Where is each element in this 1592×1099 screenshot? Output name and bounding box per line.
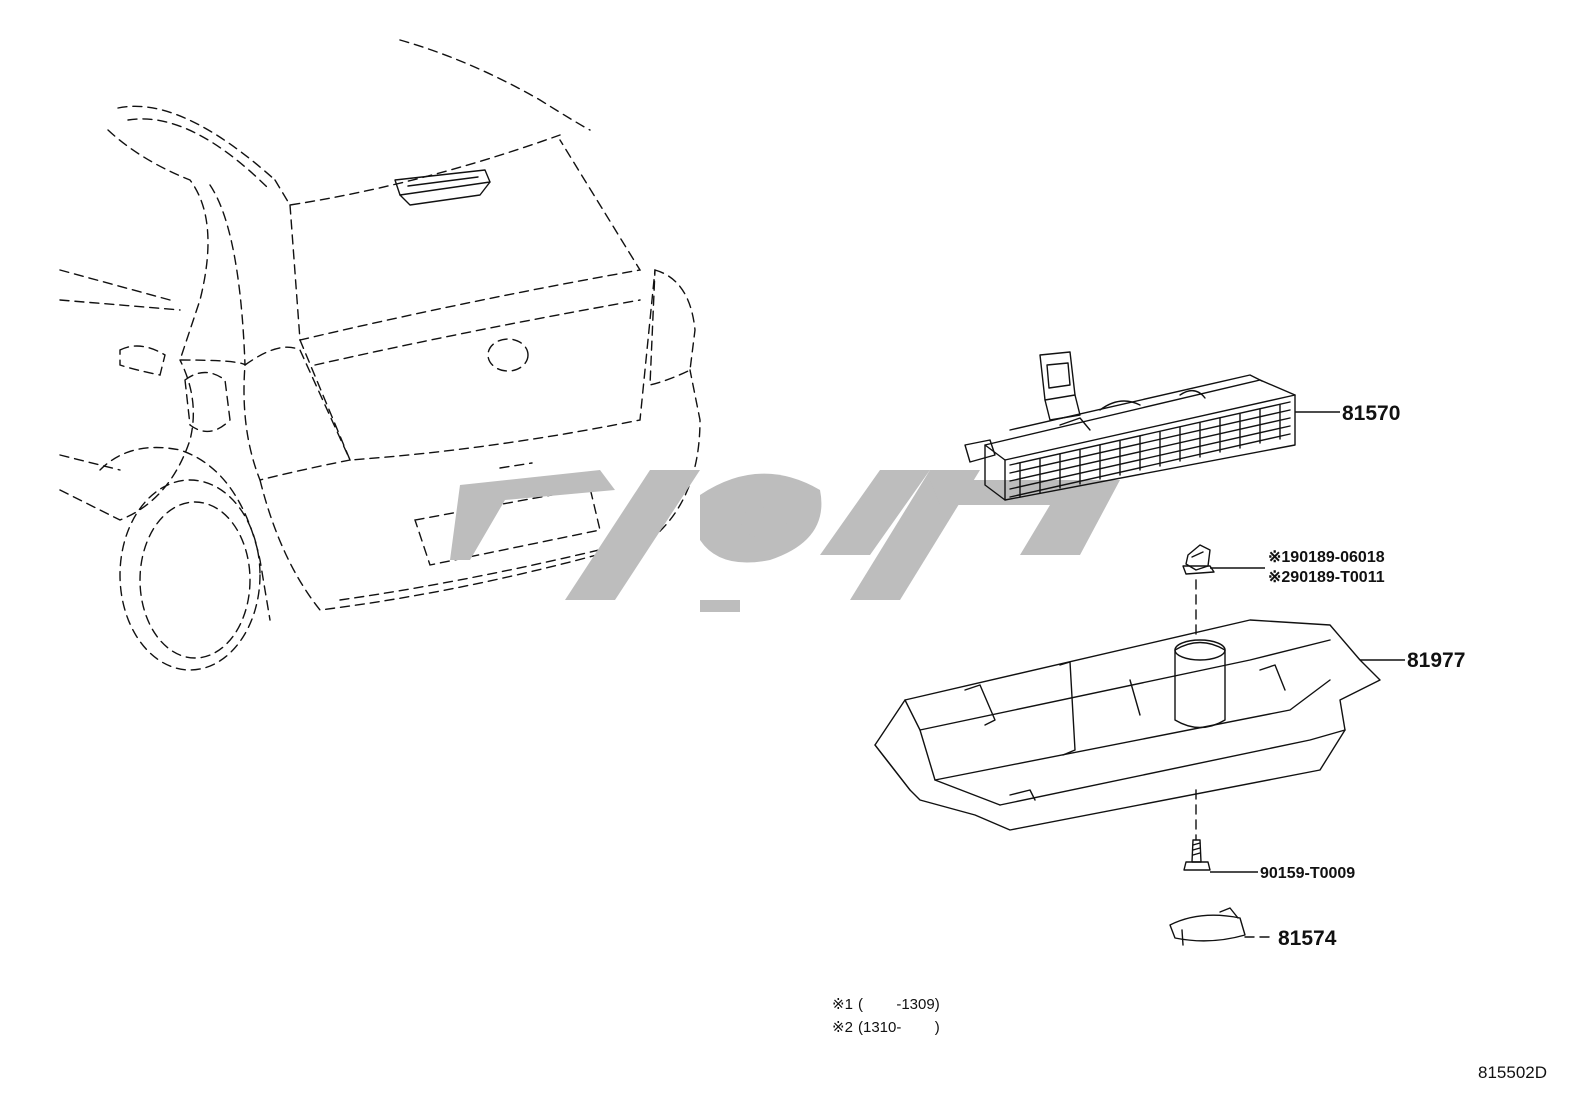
part-81977-housing [874, 619, 1381, 831]
watermark-logo [450, 470, 1120, 612]
note-1-range: ( -1309) [858, 996, 940, 1013]
footnotes: ※1 ( -1309) ※2 (1310- ) [832, 996, 940, 1036]
part-number-81570[interactable]: 81570 [1342, 402, 1400, 425]
part-number-clip-nut-1[interactable]: ※190189-06018 [1268, 549, 1385, 566]
part-81574-cap [1169, 907, 1246, 946]
part-number-81977[interactable]: 81977 [1407, 649, 1465, 672]
note-2-mark: ※2 [832, 1019, 853, 1036]
note-2-range: (1310- ) [858, 1019, 940, 1036]
note-1-mark: ※1 [832, 996, 853, 1013]
part-81570-lamp [964, 351, 1296, 501]
lamp-lens-grid [1009, 401, 1291, 498]
lamp-on-vehicle [394, 169, 491, 206]
part-number-screw[interactable]: 90159-T0009 [1260, 865, 1355, 882]
part-number-clip-nut-2[interactable]: ※290189-T0011 [1268, 569, 1385, 586]
part-clip-nut [1182, 544, 1215, 575]
diagram-code: 815502D [1478, 1063, 1547, 1082]
part-screw [1183, 839, 1211, 871]
vehicle-rear-outline [59, 39, 701, 671]
part-number-81574[interactable]: 81574 [1278, 927, 1337, 950]
